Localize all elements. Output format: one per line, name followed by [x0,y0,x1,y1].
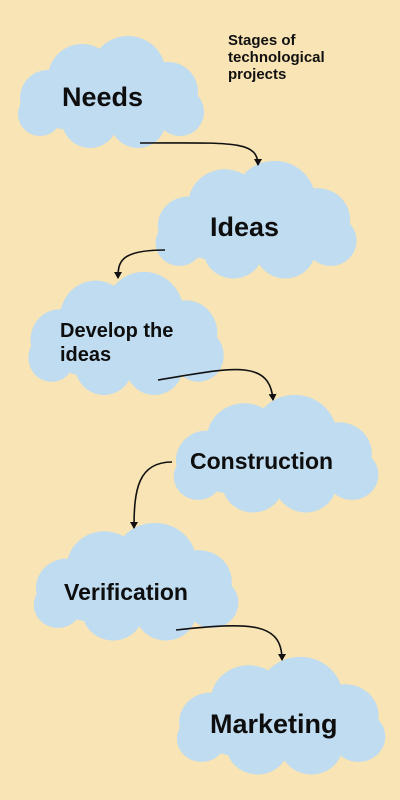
arrow-needs-to-ideas [139,142,262,166]
stage-label-ideas: Ideas [210,212,279,242]
arrow-ideas-to-develop-the-ideas [114,249,166,279]
stage-label-line: Marketing [210,709,338,739]
stage-label-marketing: Marketing [210,709,338,739]
stage-label-construction: Construction [190,448,333,474]
stage-label-line: Develop the [60,320,173,342]
stage-label-line: Construction [190,448,333,474]
stage-label-verification: Verification [64,579,188,605]
stage-label-needs: Needs [62,82,143,112]
stage-label-line: ideas [60,344,111,366]
stage-label-line: Verification [64,579,188,605]
arrow-construction-to-verification [130,461,173,529]
stage-label-line: Ideas [210,212,279,242]
arrow-develop-the-ideas-to-construction [157,368,277,401]
stage-label-line: Needs [62,82,143,112]
diagram-caption: Stages of technological projects [228,32,325,83]
arrow-verification-to-marketing [175,624,286,661]
